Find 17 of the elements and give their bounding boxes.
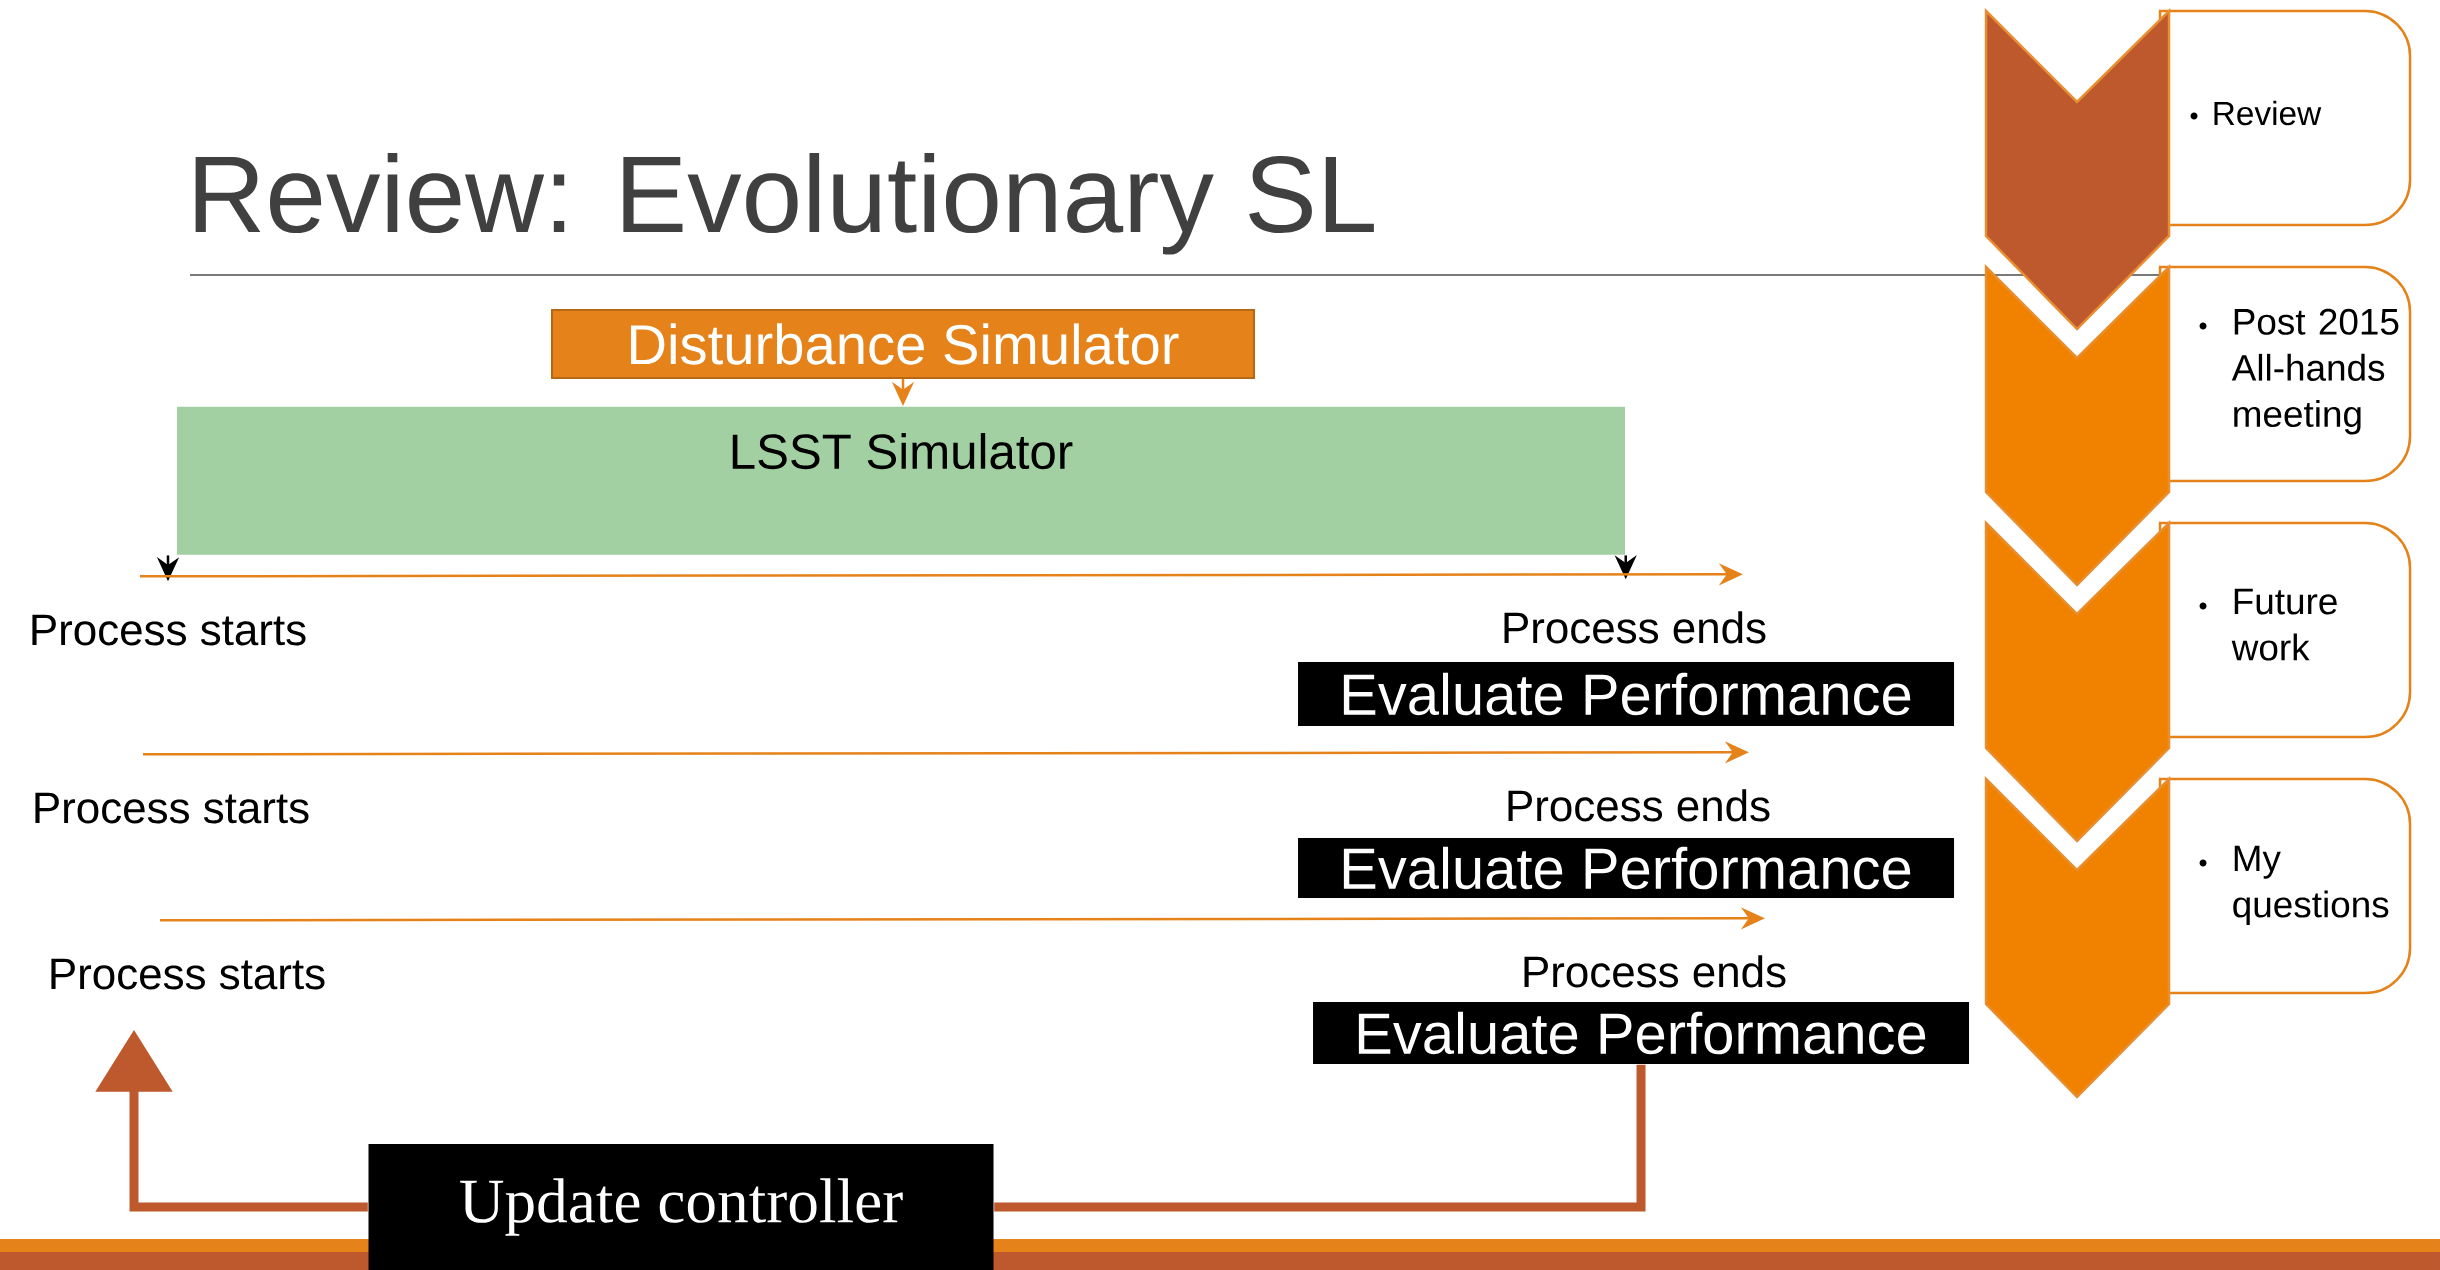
evaluate-box: Evaluate Performance bbox=[1313, 1002, 1970, 1064]
process-label: Process ends bbox=[1504, 611, 1766, 644]
process-label: Process starts bbox=[32, 614, 306, 646]
process-label: Process ends bbox=[1508, 789, 1770, 822]
process-label: Process starts bbox=[51, 958, 325, 990]
simulator-box: Disturbance Simulator bbox=[551, 309, 1255, 379]
evaluate-box: Evaluate Performance bbox=[1298, 662, 1955, 726]
step-box: Future work bbox=[2158, 521, 2412, 739]
step-box: Post 2015 All-hands meeting bbox=[2158, 265, 2412, 483]
slide-title: Review: Evolutionary SL bbox=[195, 153, 1374, 255]
process-label: Process ends bbox=[1524, 955, 1786, 988]
simulator-box: LSST Simulator bbox=[177, 406, 1626, 555]
step-box: My questions bbox=[2158, 777, 2412, 995]
evaluate-box: Evaluate Performance bbox=[1298, 838, 1955, 898]
process-label: Process starts bbox=[35, 792, 309, 824]
step-box: Review bbox=[2158, 9, 2412, 227]
controller-box: Update controller bbox=[368, 1144, 994, 1270]
